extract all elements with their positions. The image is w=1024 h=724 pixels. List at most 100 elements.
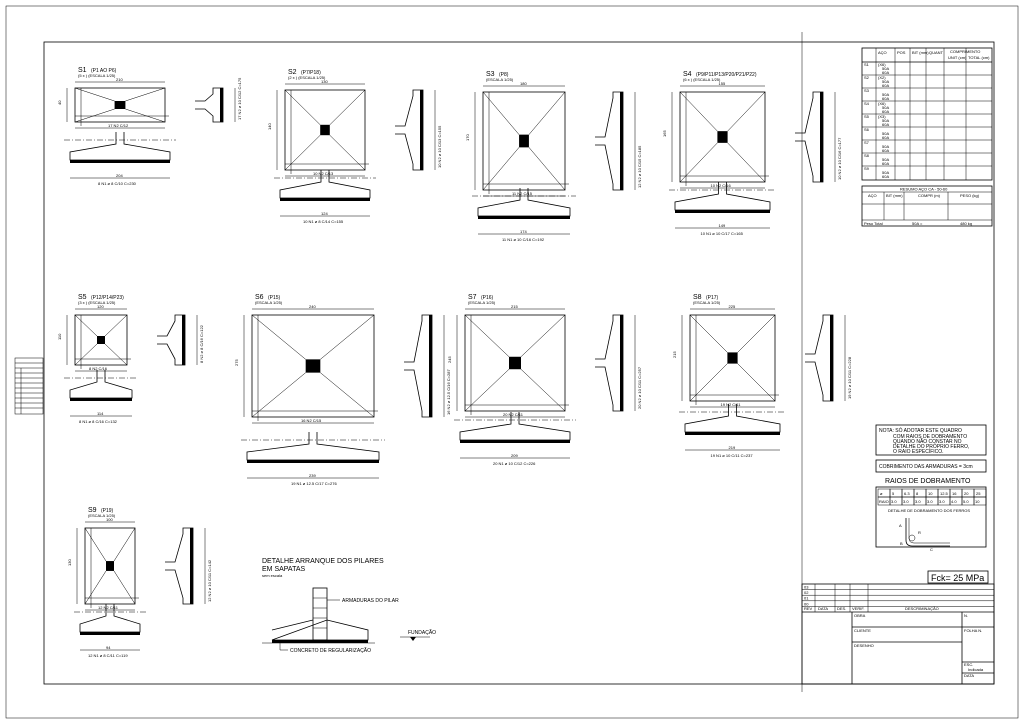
title-folha: FOLHA N. xyxy=(964,628,982,633)
detail-title-2: EM SAPATAS xyxy=(262,566,306,573)
bend-cell xyxy=(973,496,987,506)
footing-title: S5 xyxy=(78,294,87,301)
detail-subtitle: sem escala xyxy=(262,573,283,578)
footing-side-profile xyxy=(404,314,433,418)
footing-side-profile xyxy=(395,89,424,171)
schedule-steel-type: 60A xyxy=(882,96,889,101)
bend-radius: 3.0 xyxy=(939,499,945,504)
footing-scale: (ESCALA 1/25) xyxy=(88,513,116,518)
summary-header-compr: COMPR (m) xyxy=(918,193,941,198)
title-escala-value: Indicada xyxy=(968,667,984,672)
bottom-bars-label: 8 N1 ø 8 C/10 C=230 xyxy=(98,181,137,186)
bottom-bars-label: 20 N1 ø 10 C/12 C=226 xyxy=(493,461,536,466)
bottom-rebar xyxy=(70,160,170,163)
pillar-section xyxy=(519,134,529,148)
footing-plan xyxy=(84,527,136,605)
footing-pillars: (P7/P18) xyxy=(301,70,321,76)
rev-header: DES. xyxy=(837,606,846,611)
footing-side-profile xyxy=(157,314,186,366)
pillar-section xyxy=(509,356,521,370)
rev-number: 03 xyxy=(804,585,809,590)
section-width: 204 xyxy=(116,173,123,178)
note-line: COM RAIOS DE DOBRAMENTO xyxy=(893,434,967,440)
depth-dimension: 245 xyxy=(447,356,452,363)
depth-dimension: 170 xyxy=(465,134,470,141)
section-width: 114 xyxy=(97,411,104,416)
footing-plan xyxy=(251,314,375,418)
rev-header: VERIF. xyxy=(852,606,864,611)
footing-title: S7 xyxy=(468,294,477,301)
summary-total-label: Peso Total xyxy=(864,221,883,226)
schedule-row-label: S2 xyxy=(864,75,870,80)
bars-x-label: 20 N2 C/11 xyxy=(503,412,524,417)
footing-title: S3 xyxy=(486,71,495,78)
bend-detail-title: DETALHE DE DOBRAMENTO DOS FERROS xyxy=(888,508,970,513)
footing-section xyxy=(69,132,171,161)
bend-radius: 4.0 xyxy=(951,499,957,504)
schedule-header-quant: QUANT xyxy=(929,50,944,55)
width-dimension: 100 xyxy=(106,517,113,522)
footing-s1: S1 (P1 AO P6)(5 x ) (ESCALA 1/25)2104017… xyxy=(57,67,242,186)
bars-x-label: 19 N2 C/11 xyxy=(721,402,742,407)
bottom-bars-label: 12 N1 ø 8 C/11 C=119 xyxy=(88,653,128,658)
footing-plan xyxy=(689,314,776,402)
title-obra: OBRA xyxy=(854,613,866,618)
schedule-steel-type: 50A xyxy=(882,92,889,97)
plan-diagonals xyxy=(251,314,375,418)
schedule-row-multiplier: (X2) xyxy=(878,75,886,80)
bend-diameter: 12.5 xyxy=(940,491,949,496)
rev-number: 00 xyxy=(804,601,809,606)
footing-scale: (ESCALA 1/25) xyxy=(255,300,283,305)
bend-label-c: C xyxy=(930,547,933,552)
legend-frame xyxy=(14,357,44,415)
pillar-reinforcement-label: ARMADURAS DO PILAR xyxy=(342,598,399,604)
bars-x-label: 17 N2 C/12 xyxy=(108,123,129,128)
schedule-header-comprimento: COMPRIMENTO xyxy=(950,49,980,54)
depth-dimension: 110 xyxy=(57,333,62,340)
footing-side-profile xyxy=(165,527,194,605)
bend-diameter: 5 xyxy=(892,491,895,496)
schedule-steel-type: 60A xyxy=(882,83,889,88)
title-escala: ESC. xyxy=(964,662,973,667)
schedule-row-multiplier: (X6) xyxy=(878,101,886,106)
footing-plan xyxy=(74,314,128,366)
schedule-row-multiplier: (X6) xyxy=(878,62,886,67)
footing-title: S9 xyxy=(88,507,97,514)
note-box: NOTA: SÓ ADOTAR ESTE QUADRO COM RAIOS DE… xyxy=(875,424,987,552)
pillar-section xyxy=(114,101,126,109)
footing-plan xyxy=(679,91,766,183)
schedule-steel-type: 60A xyxy=(882,122,889,127)
width-dimension: 120 xyxy=(97,304,104,309)
footing-s2: S2 (P7/P18)(2 x ) (ESCALA 1/25)13014010 … xyxy=(267,69,442,224)
schedule-header-pos: POS xyxy=(897,50,906,55)
schedule-steel-type: 60A xyxy=(882,148,889,153)
bars-y-label: 12 N2 ø 10 C/15 C=185 xyxy=(637,145,642,188)
footing-plan xyxy=(74,87,166,123)
section-width: 174 xyxy=(520,229,527,234)
plan-diagonals xyxy=(74,314,128,366)
pillar-section xyxy=(727,352,738,364)
footing-side-profile xyxy=(795,91,824,183)
bend-label-r: R xyxy=(918,530,921,535)
schedule-steel-type: 50A xyxy=(882,79,889,84)
rebar-hatch xyxy=(620,315,623,411)
footing-side-profile xyxy=(195,87,224,123)
rebar-hatch xyxy=(420,90,423,170)
footing-section xyxy=(246,432,380,461)
pillar-section xyxy=(717,131,728,143)
bend-label-a: A xyxy=(899,523,902,528)
bottom-rebar xyxy=(247,460,379,463)
schedule-steel-type: 50A xyxy=(882,144,889,149)
section-width: 239 xyxy=(309,473,316,478)
footing-plan xyxy=(284,89,366,171)
bend-diameter: 8 xyxy=(916,491,919,496)
bars-y-label: 8 N2 ø 8 C/16 C=122 xyxy=(199,324,204,363)
bottom-bars-label: 8 N1 ø 8 C/16 C=132 xyxy=(79,419,118,424)
plan-diagonals xyxy=(74,87,166,123)
footing-scale: (ESCALA 1/25) xyxy=(486,77,514,82)
footing-pillars: (P19) xyxy=(101,508,114,514)
rebar-hatch xyxy=(220,88,223,122)
bars-x-label: 10 N2 C/16 xyxy=(711,183,732,188)
bars-y-label: 10 N2 ø 10 C/16 C=177 xyxy=(837,137,842,180)
schedule-row-label: S4 xyxy=(864,101,870,106)
